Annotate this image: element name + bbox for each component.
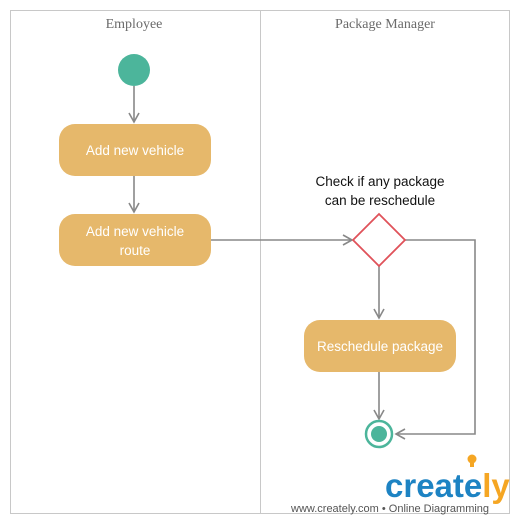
decision-label-line2: can be reschedule xyxy=(325,193,435,208)
swimlane-package-manager: Package Manager xyxy=(260,10,510,514)
decision-label-line1: Check if any package xyxy=(315,174,444,189)
lane-title-employee: Employee xyxy=(106,17,163,32)
lane-title-package-manager: Package Manager xyxy=(335,17,435,32)
action-reschedule-package: Reschedule package xyxy=(304,320,456,372)
edge-decision-to-end xyxy=(394,239,476,440)
action-label: Reschedule package xyxy=(317,339,443,354)
decision-node: Check if any package can be reschedule xyxy=(315,174,445,268)
action-label-line2: route xyxy=(120,243,151,258)
creately-logo: creately xyxy=(385,454,510,504)
action-label: Add new vehicle xyxy=(86,143,184,158)
end-node xyxy=(364,419,394,449)
action-add-new-vehicle: Add new vehicle xyxy=(59,124,211,176)
watermark-footer: www.creately.com • Online Diagramming xyxy=(290,503,489,515)
action-add-new-vehicle-route: Add new vehicle route xyxy=(59,214,211,266)
brand-wordmark: creately xyxy=(385,467,510,504)
start-node xyxy=(118,54,150,86)
action-label-line1: Add new vehicle xyxy=(86,224,184,239)
lightbulb-icon xyxy=(467,454,477,467)
